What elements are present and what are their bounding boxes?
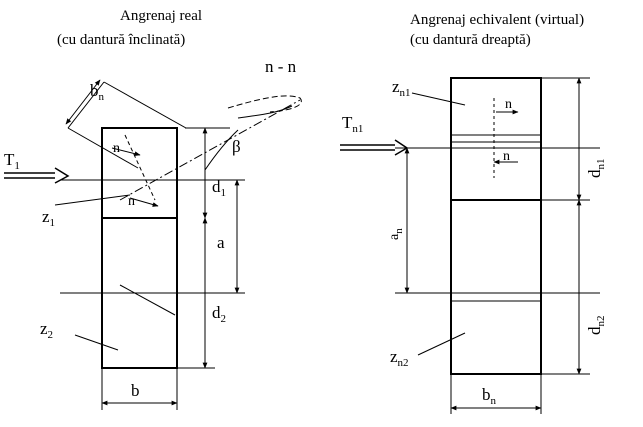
svg-text:zn1: zn1 <box>392 77 411 99</box>
svg-text:T1: T1 <box>4 150 20 172</box>
svg-text:z2: z2 <box>40 319 53 341</box>
virtual-gear-zn2 <box>450 199 542 375</box>
label-n-upper-right: n <box>505 97 512 112</box>
virtual-gear-pair <box>340 77 600 414</box>
virtual-gear-labels: zn1 Tn1 n n dn1 an dn2 zn2 bn <box>342 77 607 407</box>
label-n-upper: n <box>113 141 120 156</box>
label-n-lower: n <box>128 194 135 209</box>
real-gear-labels: bn n - n T1 n n β d1 z1 a d2 z2 b <box>4 57 297 400</box>
label-bn: b <box>90 81 99 100</box>
label-bn-right: b <box>482 385 491 404</box>
label-b: b <box>131 381 140 400</box>
svg-text:bn: bn <box>90 81 105 103</box>
label-section-nn: n - n <box>265 57 297 76</box>
svg-text:d1: d1 <box>212 177 226 199</box>
label-an: a <box>387 233 402 240</box>
label-dn1: d <box>585 169 604 178</box>
label-a: a <box>217 233 225 252</box>
svg-text:dn1: dn1 <box>585 159 607 179</box>
svg-text:bn: bn <box>482 385 497 407</box>
label-z1: z <box>42 207 50 226</box>
svg-text:zn2: zn2 <box>390 347 409 369</box>
label-Tn1: T <box>342 113 353 132</box>
label-beta: β <box>232 137 241 156</box>
svg-text:z1: z1 <box>42 207 55 229</box>
svg-text:d2: d2 <box>212 303 226 325</box>
label-zn1: z <box>392 77 400 96</box>
label-dn2: d <box>585 326 604 335</box>
label-n-lower-right: n <box>503 149 510 164</box>
real-gear-subtitle: (cu dantură înclinată) <box>57 32 185 48</box>
label-T1: T <box>4 150 15 169</box>
label-z2: z <box>40 319 48 338</box>
helix-centerline <box>119 99 301 201</box>
svg-text:Tn1: Tn1 <box>342 113 363 135</box>
real-gear-pair <box>4 79 302 410</box>
svg-text:dn2: dn2 <box>585 316 607 336</box>
svg-text:an: an <box>387 228 405 240</box>
virtual-gear-title: Angrenaj echivalent (virtual) <box>410 12 584 28</box>
label-d2: d <box>212 303 221 322</box>
virtual-pinion-zn1 <box>450 77 542 201</box>
virtual-gear-subtitle: (cu dantură dreaptă) <box>410 32 531 48</box>
label-zn2: z <box>390 347 398 366</box>
real-gear-title: Angrenaj real <box>120 8 202 24</box>
label-d1: d <box>212 177 221 196</box>
